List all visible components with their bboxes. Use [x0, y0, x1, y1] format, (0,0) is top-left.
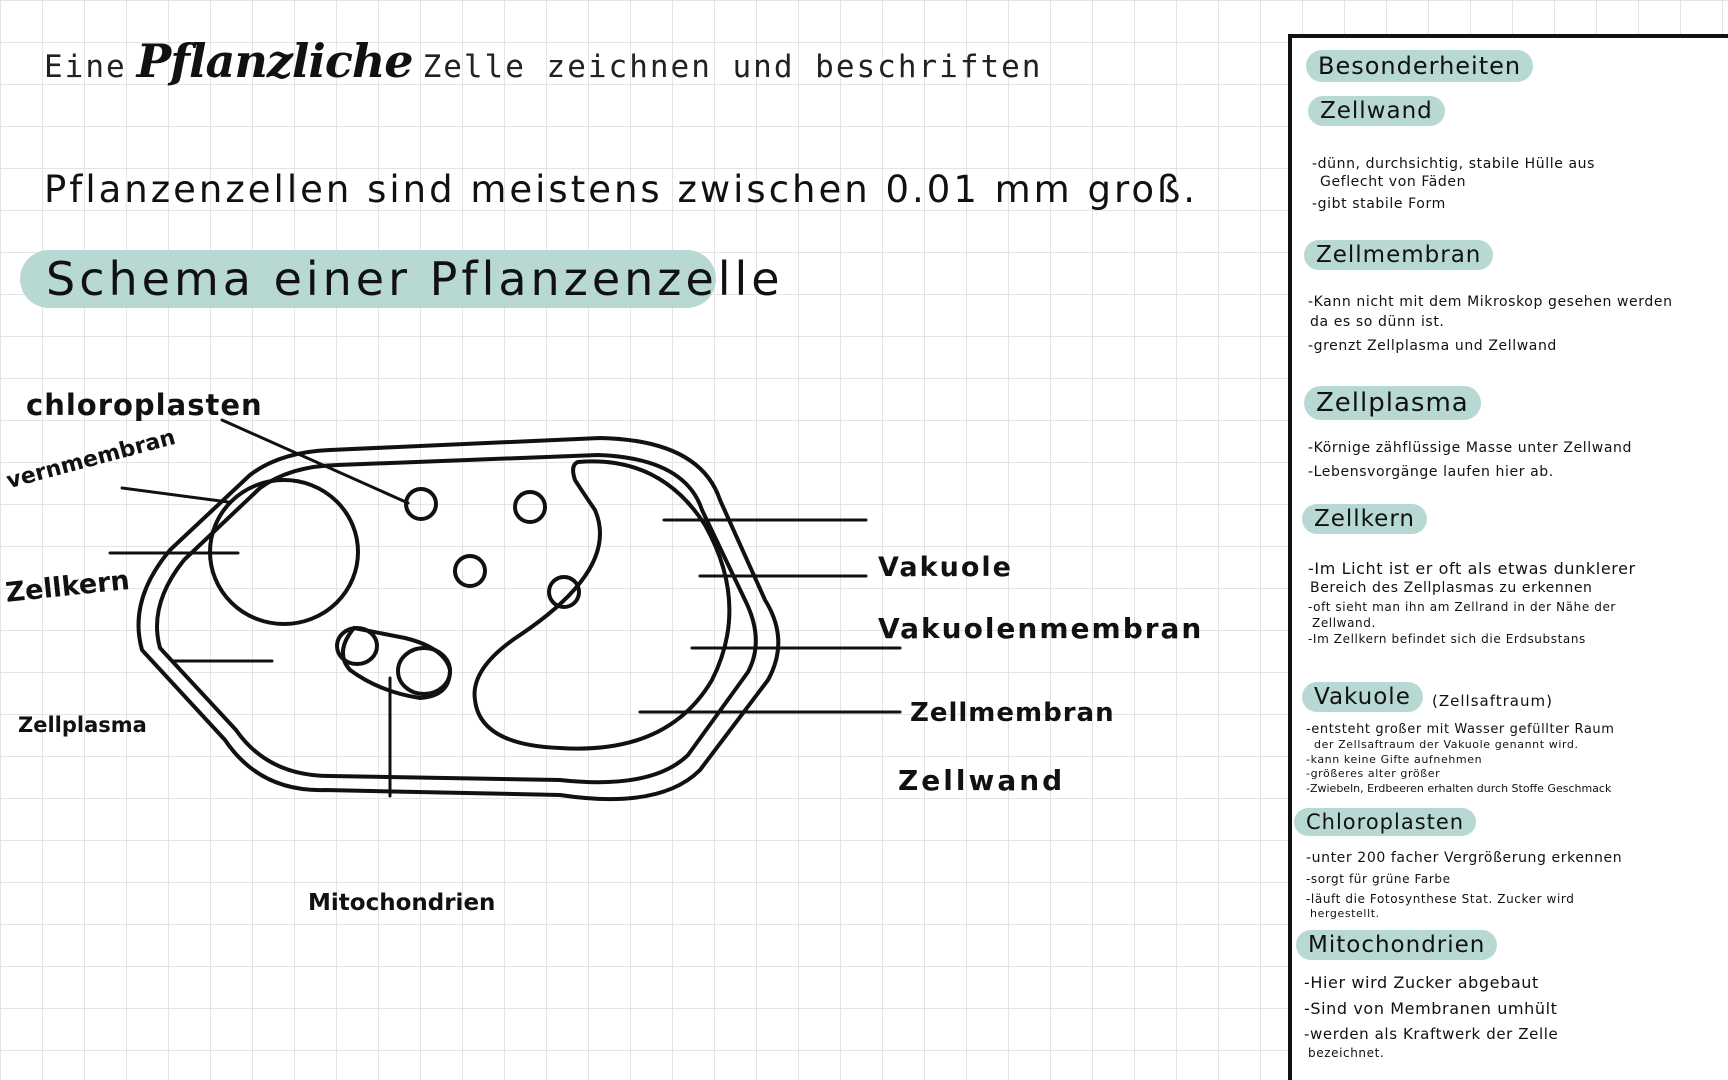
mitochondrion-shape: [335, 626, 452, 700]
section-line: -sorgt für grüne Farbe: [1306, 872, 1451, 886]
section-line: -gibt stabile Form: [1312, 196, 1446, 212]
label-mitochondrien: Mitochondrien: [308, 890, 496, 916]
section-line: bezeichnet.: [1308, 1046, 1385, 1060]
section-line: -Zwiebeln, Erdbeeren erhalten durch Stof…: [1306, 782, 1612, 795]
section-heading-zellplasma: Zellplasma: [1304, 386, 1481, 420]
vacuole-shape: [472, 459, 732, 751]
section-line: -dünn, durchsichtig, stabile Hülle aus: [1312, 156, 1596, 172]
cell-membrane-outline: [155, 453, 758, 785]
cell-wall-outline: [136, 436, 781, 802]
section-line: -grenzt Zellplasma und Zellwand: [1308, 338, 1557, 354]
leader-chloroplasten: [220, 418, 410, 505]
chloroplast-shape: [453, 554, 487, 588]
title-prefix: Eine: [44, 49, 127, 85]
schema-title: Schema einer Pflanzenzelle: [46, 252, 784, 306]
label-zellwand: Zellwand: [898, 764, 1066, 797]
section-line: -Im Licht ist er oft als etwas dunklerer: [1308, 559, 1636, 578]
label-vakuole: Vakuole: [878, 552, 1013, 583]
section-line: -Sind von Membranen umhült: [1304, 999, 1558, 1018]
intro-text: Pflanzenzellen sind meistens zwischen 0.…: [44, 168, 1199, 211]
panel-title: Besonderheiten: [1306, 50, 1534, 82]
label-vakuolenmembran: Vakuolenmembran: [878, 612, 1204, 645]
section-line: der Zellsaftraum der Vakuole genannt wir…: [1314, 738, 1579, 751]
label-chloroplasten: chloroplasten: [26, 388, 263, 422]
section-aside-vakuole: (Zellsaftraum): [1432, 692, 1553, 710]
section-heading-vakuole: Vakuole: [1302, 682, 1423, 712]
leader-kernmembran: [120, 486, 230, 504]
section-line: hergestellt.: [1310, 907, 1380, 920]
info-panel: Besonderheiten Zellwand -dünn, durchsich…: [1288, 34, 1728, 1080]
section-line: -läuft die Fotosynthese Stat. Zucker wir…: [1306, 892, 1575, 906]
section-heading-chloroplasten: Chloroplasten: [1294, 808, 1477, 836]
label-zellplasma: Zellplasma: [18, 713, 147, 737]
section-line: da es so dünn ist.: [1310, 314, 1445, 330]
section-line: -kann keine Gifte aufnehmen: [1306, 753, 1483, 766]
section-line: -oft sieht man ihn am Zellrand in der Nä…: [1308, 600, 1616, 614]
section-line: -Kann nicht mit dem Mikroskop gesehen we…: [1308, 294, 1673, 310]
section-line: -Hier wird Zucker abgebaut: [1304, 973, 1539, 992]
section-line: -Körnige zähflüssige Masse unter Zellwan…: [1308, 440, 1632, 456]
section-line: Zellwand.: [1312, 616, 1376, 630]
section-line: Geflecht von Fäden: [1320, 174, 1467, 190]
section-heading-mitochondrien: Mitochondrien: [1296, 930, 1498, 960]
section-line: -entsteht großer mit Wasser gefüllter Ra…: [1306, 722, 1615, 737]
section-line: Bereich des Zellplasmas zu erkennen: [1310, 580, 1593, 596]
section-line: -Lebensvorgänge laufen hier ab.: [1308, 464, 1554, 480]
section-heading-zellmembran: Zellmembran: [1304, 240, 1494, 270]
section-line: -Im Zellkern befindet sich die Erdsubsta…: [1308, 632, 1586, 646]
section-line: -werden als Kraftwerk der Zelle: [1304, 1025, 1559, 1043]
chloroplast-shape: [513, 490, 547, 524]
section-heading-zellkern: Zellkern: [1302, 504, 1427, 534]
section-line: -unter 200 facher Vergrößerung erkennen: [1306, 850, 1623, 866]
section-heading-zellwand: Zellwand: [1308, 96, 1445, 126]
chloroplast-shape: [404, 487, 438, 521]
title-suffix: Zelle zeichnen und beschriften: [422, 49, 1043, 85]
label-zellmembran: Zellmembran: [910, 698, 1115, 728]
cell-diagram: [108, 418, 902, 802]
title-highlight: Pflanzliche: [136, 34, 414, 88]
chloroplast-shape: [547, 575, 581, 609]
section-line: -größeres alter größer: [1306, 767, 1441, 780]
schema-highlight: [20, 250, 716, 308]
page-title: Eine Pflanzliche Zelle zeichnen und besc…: [44, 34, 1042, 88]
